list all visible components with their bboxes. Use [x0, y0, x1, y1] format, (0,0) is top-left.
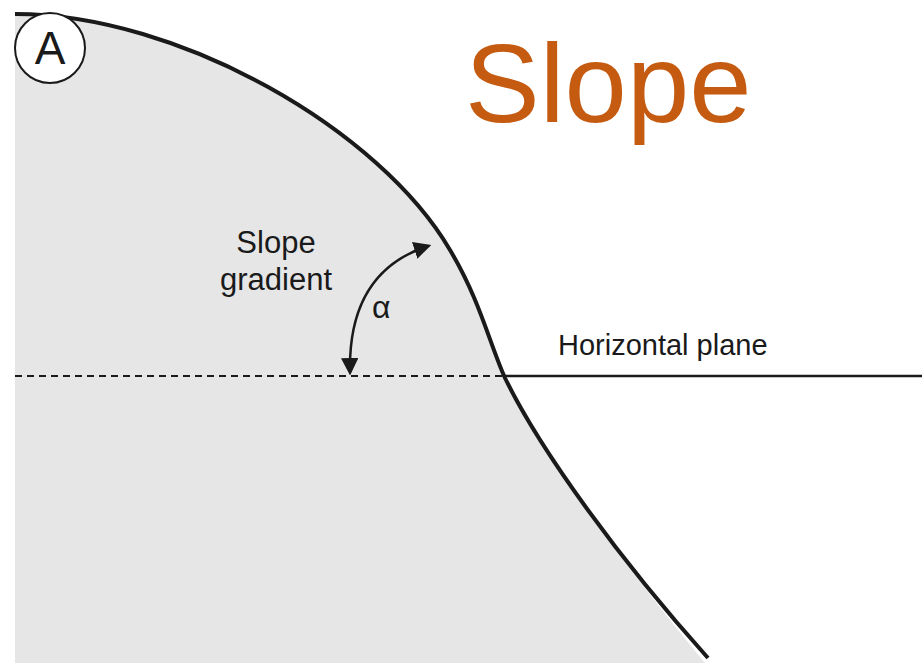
dashed-horizontal: [15, 375, 503, 377]
slope-gradient-label: Slope gradient: [196, 224, 356, 298]
angle-arc: [350, 246, 428, 372]
slide-title: Slope: [465, 22, 751, 145]
angle-symbol: α: [372, 288, 412, 326]
panel-letter: A: [35, 25, 66, 71]
horizontal-plane-label: Horizontal plane: [558, 328, 913, 363]
horizontal-plane-line: [503, 375, 922, 378]
panel-letter-circle: A: [14, 12, 86, 84]
